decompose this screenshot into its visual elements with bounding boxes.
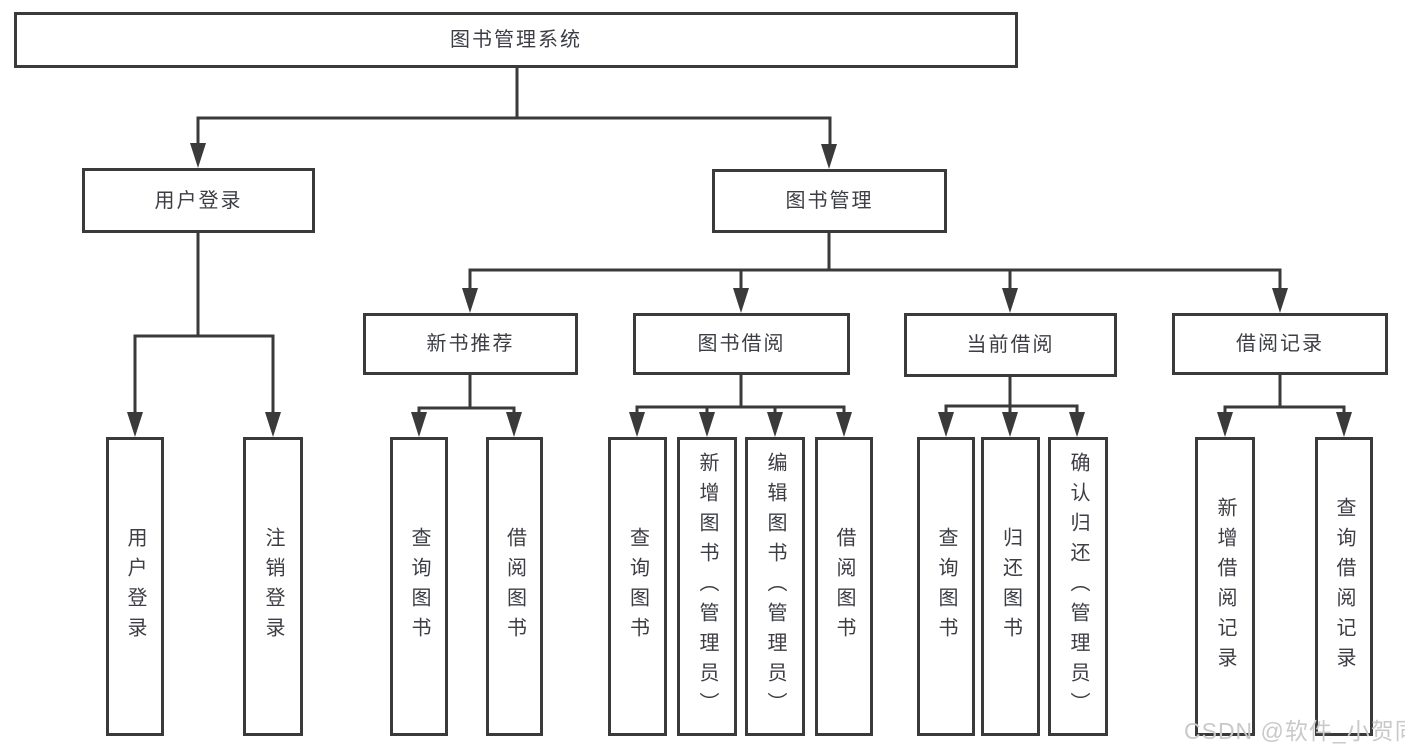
node-br-query-record: 查询借阅记录: [1315, 437, 1373, 736]
node-label: 归还图书: [999, 526, 1022, 647]
node-label: 图书管理系统: [450, 29, 582, 51]
node-cb-return-books: 归还图书: [981, 437, 1040, 736]
node-user-login: 用户登录: [82, 168, 315, 233]
node-label: 当前借阅: [966, 334, 1055, 356]
node-label: 新增图书（管理员）: [696, 451, 718, 722]
connector-borrow-records-to-leaves: [1223, 375, 1346, 421]
node-cb-query-books: 查询图书: [917, 437, 975, 736]
node-label: 确认归还（管理员）: [1067, 451, 1089, 722]
node-label: 用户登录: [124, 526, 146, 647]
watermark: CSDN @软件_小贺同学: [1184, 718, 1405, 744]
node-bb-edit-books: 编辑图书（管理员）: [745, 437, 805, 736]
connector-user-login-to-leaves: [133, 233, 275, 421]
node-root: 图书管理系统: [14, 12, 1018, 68]
node-label: 图书管理: [785, 190, 874, 212]
node-label: 查询图书: [626, 526, 649, 647]
node-label: 注销登录: [262, 526, 284, 647]
node-cb-confirm-return: 确认归还（管理员）: [1048, 437, 1108, 736]
node-label: 查询图书: [408, 526, 430, 647]
node-borrow-records: 借阅记录: [1172, 313, 1388, 375]
node-label: 查询图书: [935, 526, 957, 647]
node-bb-add-books: 新增图书（管理员）: [677, 437, 737, 736]
node-br-add-record: 新增借阅记录: [1195, 437, 1255, 736]
node-label: 图书借阅: [697, 333, 786, 355]
node-label: 借阅记录: [1236, 333, 1324, 355]
node-label: 查询借阅记录: [1333, 496, 1355, 677]
connector-book-borrow-to-leaves: [635, 375, 846, 421]
node-leaf-logout: 注销登录: [243, 437, 303, 736]
node-nb-borrow-books: 借阅图书: [486, 437, 543, 736]
arrowheads: [127, 143, 1352, 437]
connector-new-book-recommend-to-leaves: [417, 375, 516, 421]
node-label: 借阅图书: [833, 526, 855, 647]
node-book-borrow: 图书借阅: [633, 313, 850, 375]
node-bb-borrow-books: 借阅图书: [815, 437, 873, 736]
node-label: 新书推荐: [426, 333, 515, 355]
node-label: 借阅图书: [503, 526, 526, 647]
node-leaf-user-login: 用户登录: [106, 437, 164, 736]
node-label: 用户登录: [154, 189, 243, 212]
node-book-management: 图书管理: [712, 169, 947, 233]
node-label: 新增借阅记录: [1214, 496, 1236, 677]
node-new-book-recommend: 新书推荐: [363, 313, 578, 375]
connector-root-to-level2: [196, 68, 832, 153]
node-label: 编辑图书（管理员）: [764, 451, 786, 722]
node-nb-query-books: 查询图书: [390, 437, 448, 736]
node-current-borrow: 当前借阅: [904, 313, 1117, 377]
node-bb-query-books: 查询图书: [608, 437, 667, 736]
connector-book-management-to-level3: [468, 233, 1282, 297]
